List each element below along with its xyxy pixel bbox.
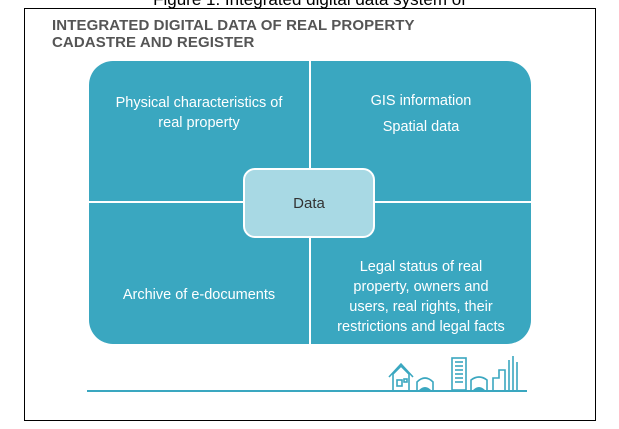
title-line-1: INTEGRATED DIGITAL DATA OF REAL PROPERTY xyxy=(52,17,415,34)
quadrant-physical-characteristics: Physical characteristics of real propert… xyxy=(89,61,309,201)
quadrant-archive-edocuments: Archive of e-documents xyxy=(89,203,309,343)
city-skyline-icon xyxy=(388,356,518,391)
quadrant-text-line: real property xyxy=(158,115,240,131)
quadrant-text-line: Archive of e-documents xyxy=(122,287,276,303)
quadrant-text-line: property, owners and xyxy=(353,279,489,295)
quadrant-legal-status: Legal status of real property, owners an… xyxy=(311,203,531,343)
quadrant-text-line: Physical characteristics of xyxy=(115,95,283,111)
figure-frame xyxy=(24,8,596,421)
quadrant-text-line: GIS information xyxy=(370,93,472,109)
figure-caption: Figure 1. Integrated digital data system… xyxy=(0,0,619,10)
quadrant-text-line: Legal status of real xyxy=(359,259,483,275)
quadrant-gis-information: GIS information Spatial data xyxy=(311,61,531,201)
ground-line xyxy=(87,390,527,392)
center-data-box: Data xyxy=(243,168,375,238)
title-line-2: CADASTRE AND REGISTER xyxy=(52,34,255,51)
center-label: Data xyxy=(293,194,325,212)
diagram-title: INTEGRATED DIGITAL DATA OF REAL PROPERTY… xyxy=(52,17,415,51)
quadrant-text-line: users, real rights, their xyxy=(349,299,493,315)
quadrant-text-line: Spatial data xyxy=(382,119,460,135)
quadrant-text-line: restrictions and legal facts xyxy=(337,319,505,335)
